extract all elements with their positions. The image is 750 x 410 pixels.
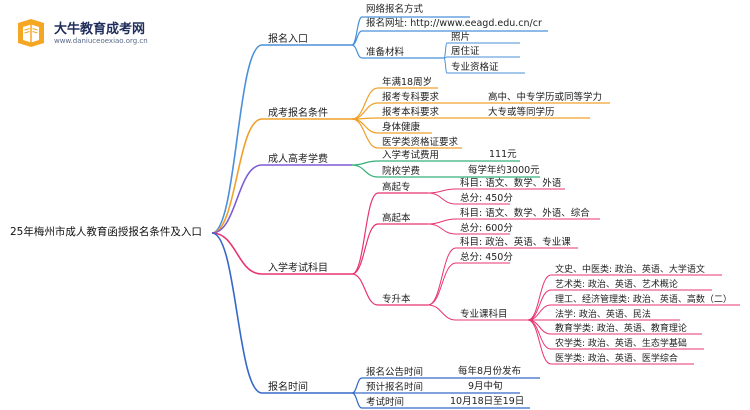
- hs-undergrad-total: 总分: 600分: [460, 223, 513, 234]
- edge-major: [527, 319, 552, 350]
- edge-cond: [351, 118, 379, 149]
- edge-level-1: [351, 192, 379, 275]
- hs-undergrad-subjects: 科目: 语文、数学、外语、综合: [460, 208, 590, 219]
- entry-online-method: 网络报名方式: [366, 4, 424, 15]
- ju-major-subjects: 专业课科目: [460, 309, 508, 320]
- edge-entry-child: [351, 44, 363, 59]
- time-registration-value: 9月中旬: [468, 381, 503, 392]
- cond-undergraduate-value: 大专或等同学历: [488, 107, 555, 118]
- cond-undergraduate: 报考本科要求: [382, 107, 440, 118]
- major-agriculture: 农学类: 政治、英语、生态学基础: [555, 339, 687, 349]
- entry-url: 报名网址: http://www.eeagd.edu.cn/cr: [366, 18, 542, 29]
- entry-materials: 准备材料: [366, 47, 405, 58]
- site-logo: 大牛教育成考网 www.daniuceoexiao.org.cn: [10, 14, 160, 50]
- level-junior-to-undergrad: 专升本: [382, 294, 411, 305]
- edge-l3-child: [427, 304, 457, 321]
- edge-cond: [351, 102, 379, 120]
- edge-time: [351, 377, 363, 394]
- major-law: 法学: 政治、英语、民法: [555, 310, 651, 320]
- edge-root-tuition: [211, 164, 263, 234]
- logo-url: www.daniuceoexiao.org.cn: [54, 37, 148, 45]
- material-qualification: 专业资格证: [451, 62, 499, 73]
- edge-material: [443, 42, 448, 59]
- edge-root-eligibility: [211, 118, 263, 234]
- ju-subjects: 科目: 政治、英语、专业课: [460, 237, 571, 248]
- major-arts: 艺术类: 政治、英语、艺术概论: [555, 280, 678, 290]
- level-hs-to-undergrad: 高起本: [382, 213, 411, 224]
- time-exam-value: 10月18日至19日: [450, 396, 525, 407]
- edge-l3-child: [427, 262, 457, 306]
- major-education: 教育学类: 政治、英语、教育理论: [555, 324, 687, 334]
- time-announcement: 报名公告时间: [366, 367, 424, 378]
- edge-time: [351, 392, 363, 409]
- edge-fee-exam: [351, 160, 379, 166]
- edge-level-2: [351, 223, 379, 275]
- cond-junior-college-value: 高中、中专学历或同等学力: [488, 92, 603, 103]
- edge-material: [443, 57, 448, 74]
- material-photo: 照片: [451, 32, 471, 43]
- cond-age: 年满18周岁: [382, 77, 433, 88]
- major-literature: 文史、中医类: 政治、英语、大学语文: [555, 265, 705, 275]
- edge-l3-child: [427, 247, 457, 306]
- edge-fee-tuition: [351, 164, 379, 178]
- fee-tuition-value: 每学年约3000元: [468, 165, 540, 176]
- cond-health: 身体健康: [382, 122, 421, 133]
- edge-l1-child: [427, 188, 457, 194]
- major-medicine: 医学类: 政治、英语、医学综合: [555, 354, 678, 364]
- book-icon: [18, 19, 44, 47]
- edge-root-entry: [211, 44, 263, 234]
- hs-junior-total: 总分: 450分: [460, 193, 513, 204]
- edge-major: [527, 319, 552, 365]
- fee-exam: 入学考试费用: [382, 150, 440, 161]
- time-registration: 预计报名时间: [366, 382, 424, 393]
- branch-timeline: 报名时间: [268, 382, 308, 393]
- edge-cond: [351, 118, 379, 134]
- branch-registration-entry: 报名入口: [268, 34, 308, 45]
- hs-junior-subjects: 科目: 语文、数学、外语: [460, 178, 562, 189]
- level-hs-to-junior: 高起专: [382, 182, 411, 193]
- branch-eligibility: 成考报名条件: [268, 108, 328, 119]
- cond-medical: 医学类资格证要求: [382, 137, 459, 148]
- root-topic: 25年梅州市成人教育函授报名条件及入口: [10, 226, 202, 238]
- fee-exam-value: 111元: [489, 149, 517, 160]
- ju-total: 总分: 450分: [460, 252, 513, 263]
- material-residence-permit: 居住证: [451, 46, 480, 57]
- edge-root-subjects: [211, 232, 263, 275]
- time-announcement-value: 每年8月份发布: [458, 366, 522, 377]
- edge-major: [527, 289, 552, 321]
- edge-l2-child: [427, 218, 457, 225]
- edge-root-timeline: [211, 232, 263, 394]
- edge-l2-child: [427, 223, 457, 235]
- cond-junior-college: 报考专科要求: [382, 92, 440, 103]
- fee-tuition: 院校学费: [382, 166, 421, 177]
- time-exam: 考试时间: [366, 397, 405, 408]
- edge-level-3: [351, 273, 379, 306]
- major-science-econ: 理工、经济管理类: 政治、英语、高数（二）: [555, 295, 732, 305]
- logo-title: 大牛教育成考网: [54, 22, 146, 37]
- branch-tuition: 成人高考学费: [268, 154, 328, 165]
- branch-exam-subjects: 入学考试科目: [268, 263, 328, 274]
- edge-entry-child: [351, 30, 363, 46]
- edge-l1-child: [427, 192, 457, 205]
